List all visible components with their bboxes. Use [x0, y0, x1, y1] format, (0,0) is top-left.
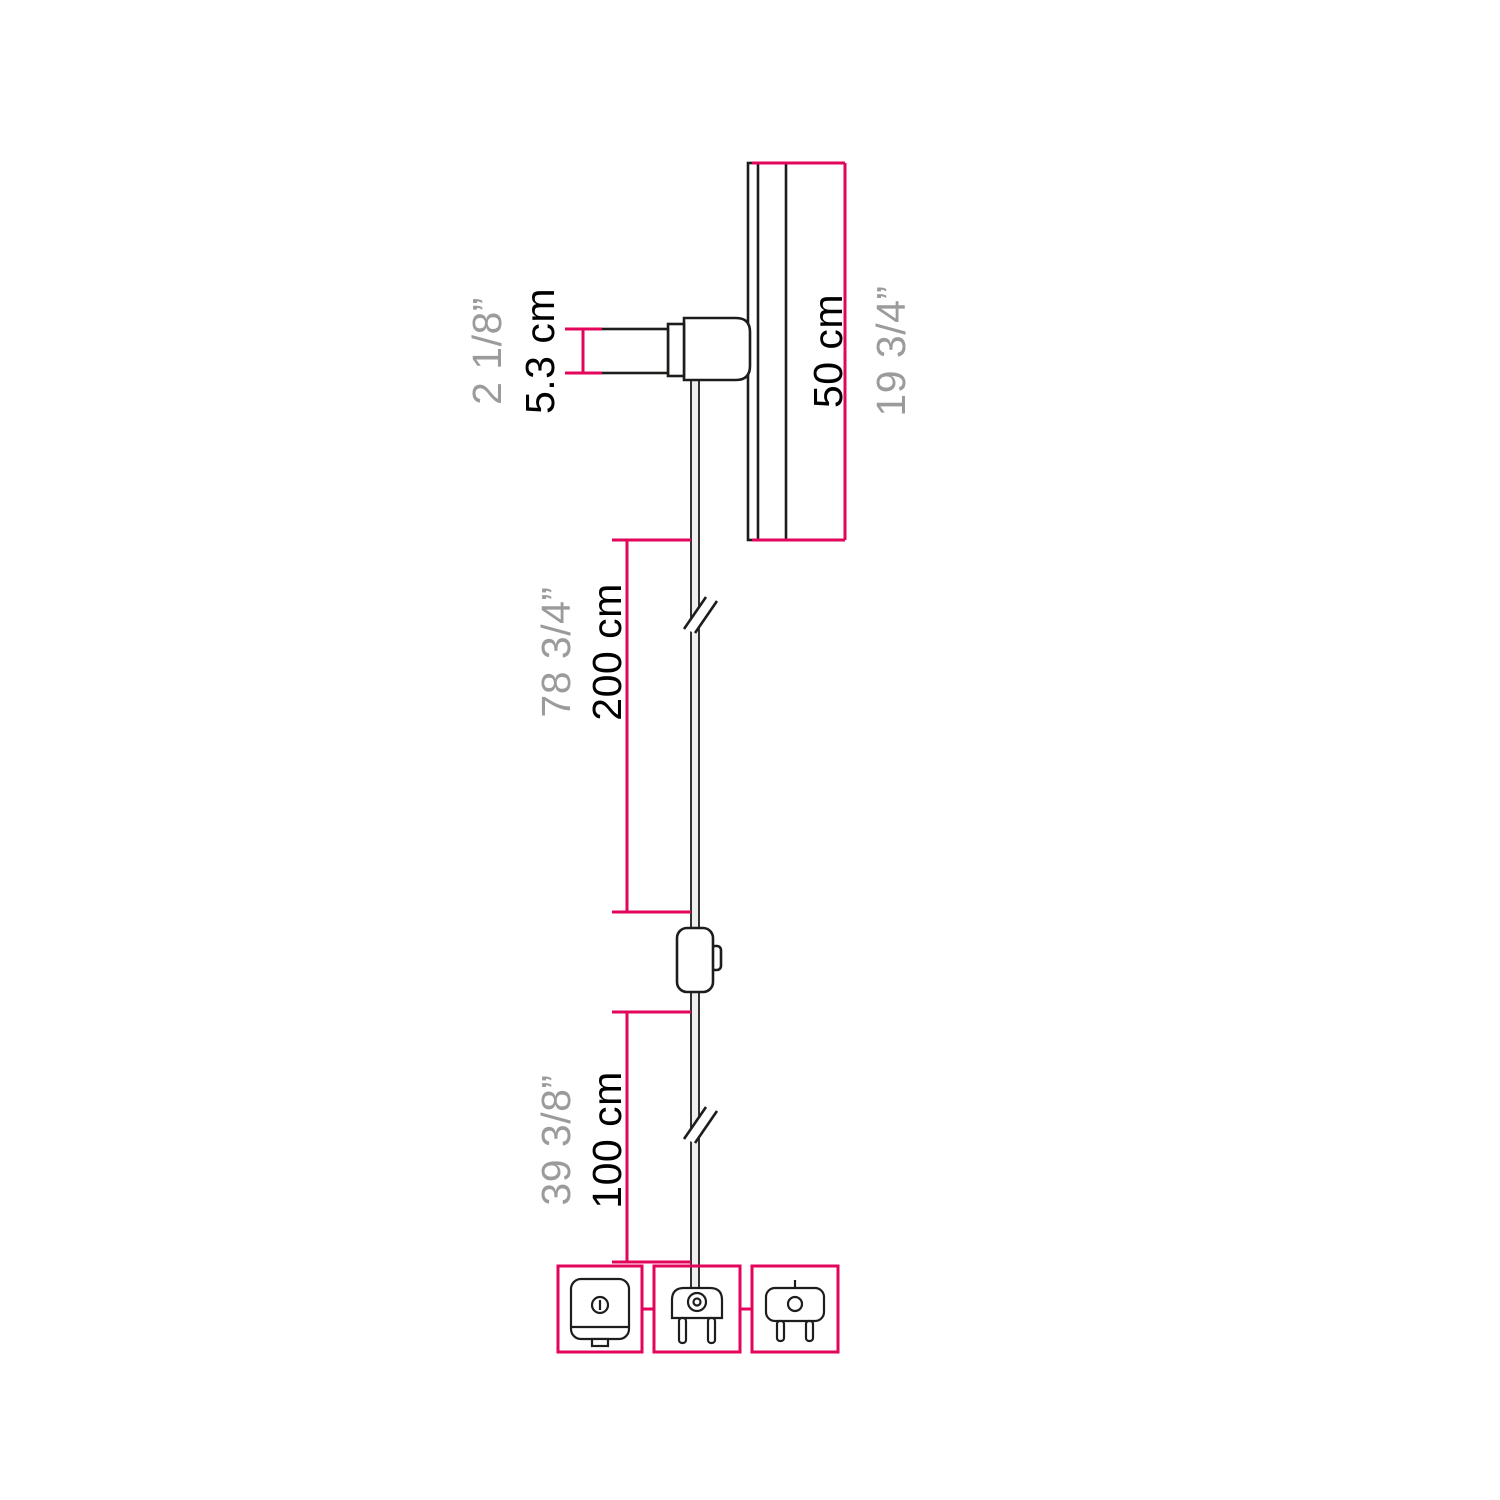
- dim-cable-upper-cm-label: 200 cm: [584, 583, 630, 720]
- power-cable: [690, 377, 700, 1289]
- uk-plug-icon: [569, 1277, 631, 1348]
- lamp-holder: [581, 316, 752, 382]
- dim-socket-inch-label: 2 1/8”: [464, 297, 510, 405]
- cable-break-lower-icon: [682, 1106, 719, 1144]
- cable-break-upper-icon: [682, 596, 719, 634]
- dim-tube-inch-label: 19 3/4”: [868, 285, 914, 416]
- linear-tube-bulb: [746, 161, 788, 542]
- dim-cable-lower-inch-label: 39 3/8”: [533, 1074, 579, 1205]
- dim-tube-length: [752, 161, 847, 542]
- dim-cable-upper-inch-label: 78 3/4”: [533, 586, 579, 717]
- plug-options: [556, 1264, 840, 1354]
- plug-option-uk: [556, 1264, 644, 1354]
- dim-socket-height: [565, 327, 602, 375]
- dim-cable-lower: [612, 1010, 691, 1264]
- dim-socket-cm-label: 5.3 cm: [517, 288, 563, 414]
- dim-cable-upper: [612, 538, 691, 914]
- plug-option-euro: [652, 1264, 742, 1354]
- dim-cable-lower-cm-label: 100 cm: [584, 1071, 630, 1208]
- plug-option-schuko: [750, 1264, 840, 1354]
- euro-two-pin-plug-icon: [670, 1286, 724, 1345]
- schuko-plug-icon: [764, 1280, 826, 1343]
- inline-switch: [675, 926, 723, 994]
- dim-tube-cm-label: 50 cm: [805, 294, 851, 408]
